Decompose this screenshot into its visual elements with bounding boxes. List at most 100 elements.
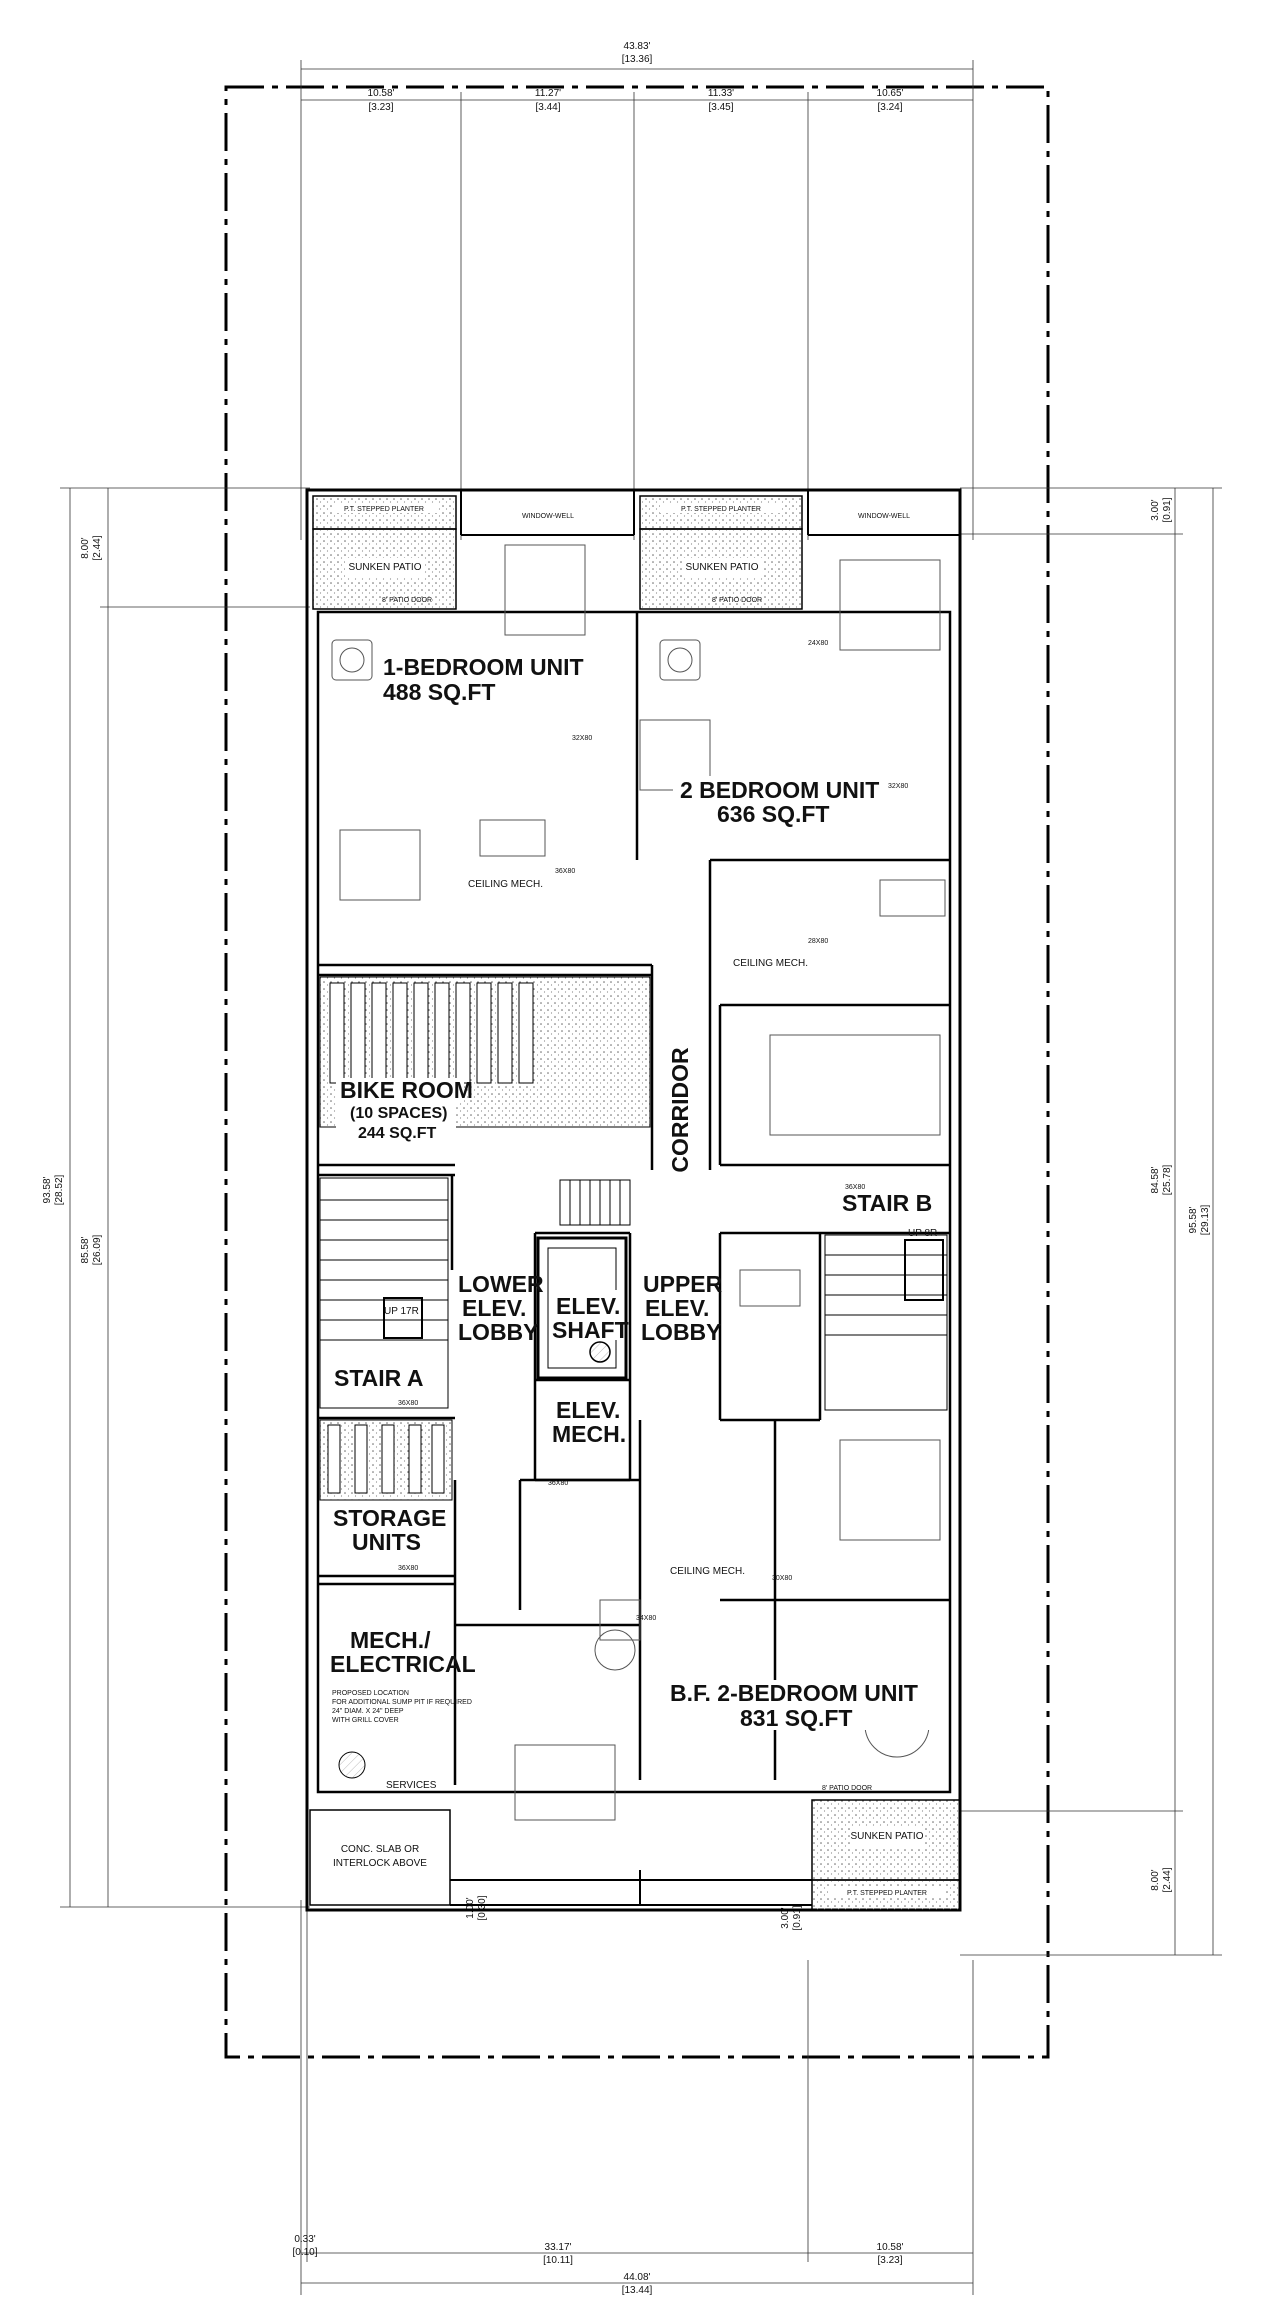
exterior-walls — [305, 488, 962, 1912]
right-dimensions — [960, 487, 1222, 1956]
dim-top-seg-2-m: [3.44] — [535, 102, 560, 113]
dim-bottom-overall: 44.08' — [624, 2272, 651, 2283]
bike-racks — [329, 982, 534, 1084]
stair-a-label: STAIR A — [334, 1365, 423, 1391]
corridor-label: CORRIDOR — [667, 1047, 693, 1173]
elev-shaft-1: ELEV. — [556, 1293, 620, 1319]
dim-top-overall-m: [13.36] — [622, 54, 653, 65]
bike-room-title: BIKE ROOM — [340, 1077, 473, 1103]
sump-note-1: PROPOSED LOCATION — [332, 1690, 409, 1697]
dim-top-seg-3-m: [3.45] — [708, 102, 733, 113]
dim-bottom-mid-small-m: [0.91] — [792, 1905, 803, 1930]
storage-2: UNITS — [352, 1529, 421, 1555]
planter-label-1: P.T. STEPPED PLANTER — [344, 506, 424, 513]
stair-a — [319, 1177, 449, 1409]
door-tag-6: 32X80 — [572, 735, 592, 742]
window-well-label-1: WINDOW-WELL — [522, 513, 574, 520]
dim-right-bottom-m: [2.44] — [1162, 1867, 1173, 1892]
lower-lobby-3: LOBBY — [458, 1319, 539, 1345]
sump-note-4: WITH GRILL COVER — [332, 1717, 399, 1724]
up-8r-label: UP 8R — [908, 1228, 937, 1239]
dim-left-outer: 93.58' — [42, 1176, 53, 1203]
door-tag-5: 36X80 — [845, 1184, 865, 1191]
unit2-title: 2 BEDROOM UNIT — [680, 777, 879, 803]
unit2-area: 636 SQ.FT — [717, 801, 829, 827]
door-tag-1: 36X80 — [555, 868, 575, 875]
conc-slab — [309, 1809, 451, 1906]
unit1-title: 1-BEDROOM UNIT — [383, 654, 584, 680]
ceiling-mech-3: CEILING MECH. — [670, 1566, 745, 1577]
dim-bottom-left-small-m: [0.30] — [477, 1895, 488, 1920]
dim-right-outer-m: [29.13] — [1200, 1204, 1211, 1235]
dim-left-top: 8.00' — [80, 537, 91, 558]
dim-top-seg-2: 11.27' — [535, 88, 561, 99]
door-tag-4: 36X80 — [398, 1565, 418, 1572]
storage-racks — [327, 1424, 445, 1494]
dim-right-top-m: [0.91] — [1162, 497, 1173, 522]
sunken-patio-label-2: SUNKEN PATIO — [686, 562, 759, 573]
sunken-patio-1 — [312, 528, 457, 610]
door-tag-3: 36X80 — [398, 1400, 418, 1407]
dim-left-inner: 85.58' — [80, 1236, 91, 1263]
upper-lobby-2: ELEV. — [645, 1295, 709, 1321]
dim-bottom-seg-2-m: [10.11] — [543, 2255, 573, 2266]
sump-note-2: FOR ADDITIONAL SUMP PIT IF REQUIRED — [332, 1699, 472, 1706]
patio-door-3: 8' PATIO DOOR — [822, 1785, 872, 1792]
unit1-area: 488 SQ.FT — [383, 679, 495, 705]
bike-room-spaces: (10 SPACES) — [350, 1105, 448, 1122]
storage-1: STORAGE — [333, 1505, 446, 1531]
door-tag-8: 28X80 — [808, 938, 828, 945]
dim-bottom-seg-2: 33.17' — [545, 2242, 572, 2253]
sunken-patio-label-3: SUNKEN PATIO — [851, 1831, 924, 1842]
left-dimensions — [60, 487, 310, 1908]
unit3-area: 831 SQ.FT — [740, 1705, 852, 1731]
dim-top-seg-3: 11.33' — [708, 88, 734, 99]
elevator-shaft-box — [536, 1236, 628, 1380]
door-tag-11: 34X80 — [636, 1615, 656, 1622]
dim-left-outer-m: [28.52] — [54, 1174, 65, 1205]
ceiling-mech-2: CEILING MECH. — [733, 958, 808, 969]
dim-bottom-seg-3-m: [3.23] — [877, 2255, 902, 2266]
unit3-title: B.F. 2-BEDROOM UNIT — [670, 1680, 918, 1706]
dim-bottom-seg-3: 10.58' — [877, 2242, 904, 2253]
sunken-patio-label-1: SUNKEN PATIO — [349, 562, 422, 573]
dim-top-seg-1-m: [3.23] — [368, 102, 393, 113]
elev-mech-2: MECH. — [552, 1421, 626, 1447]
sump-note-3: 24" DIAM. X 24" DEEP — [332, 1708, 404, 1715]
conc-slab-2: INTERLOCK ABOVE — [333, 1858, 427, 1869]
dim-bottom-seg-1-m: [0.10] — [292, 2247, 317, 2258]
dim-bottom-left-small: 1.00' — [465, 1897, 476, 1918]
dim-top-seg-1: 10.58' — [368, 88, 395, 99]
elev-mech-1: ELEV. — [556, 1397, 620, 1423]
dim-top-seg-4-m: [3.24] — [877, 102, 902, 113]
up-17r-label: UP 17R — [384, 1306, 419, 1317]
bike-room-area: 244 SQ.FT — [358, 1125, 436, 1142]
door-tag-2: 36X80 — [548, 1480, 568, 1487]
upper-lobby-1: UPPER — [643, 1271, 723, 1297]
conc-slab-1: CONC. SLAB OR — [341, 1844, 419, 1855]
dim-bottom-seg-1: 0.33' — [294, 2234, 315, 2245]
sump-pit-icon — [589, 1341, 611, 1363]
lower-lobby-2: ELEV. — [462, 1295, 526, 1321]
fixtures — [331, 544, 946, 1821]
stair-central — [559, 1179, 631, 1226]
planter-label-3: P.T. STEPPED PLANTER — [847, 1890, 927, 1897]
dim-top-seg-4: 10.65' — [877, 88, 904, 99]
dim-right-bottom: 8.00' — [1150, 1869, 1161, 1890]
dim-right-inner: 84.58' — [1150, 1166, 1161, 1193]
top-dimensions — [300, 60, 974, 540]
dim-left-top-m: [2.44] — [92, 535, 103, 560]
stair-b-label: STAIR B — [842, 1190, 932, 1216]
ceiling-mech-1: CEILING MECH. — [468, 879, 543, 890]
lower-lobby-1: LOWER — [458, 1271, 544, 1297]
property-line — [224, 85, 1050, 2059]
services-label: SERVICES — [386, 1780, 437, 1791]
dim-right-inner-m: [25.78] — [1162, 1164, 1173, 1195]
bottom-dimensions — [300, 1900, 974, 2295]
door-tag-9: 24X80 — [808, 640, 828, 647]
dim-right-top: 3.00' — [1150, 499, 1161, 520]
dim-bottom-mid-small: 3.00' — [780, 1907, 791, 1928]
patio-door-1: 8' PATIO DOOR — [382, 597, 432, 604]
dim-bottom-overall-m: [13.44] — [622, 2285, 653, 2296]
